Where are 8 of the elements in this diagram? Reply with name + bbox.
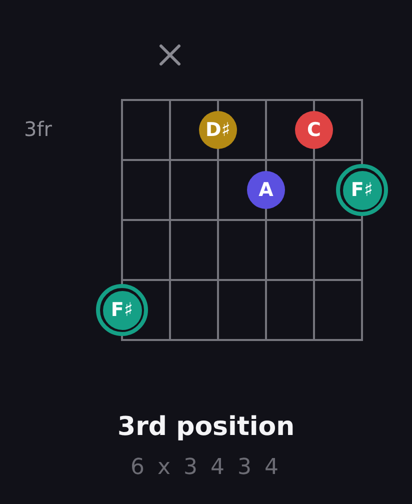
fret-number-label: 3fr <box>24 118 52 141</box>
root-note-dot: F♯ <box>96 284 148 336</box>
root-note-dot: F♯ <box>336 164 388 216</box>
note-dot: C <box>295 111 333 149</box>
chord-title: 3rd position <box>118 413 295 443</box>
note-dot: A <box>247 171 285 209</box>
fingering-text: 6 x 3 4 3 4 <box>130 455 282 480</box>
note-dot: D♯ <box>199 111 237 149</box>
